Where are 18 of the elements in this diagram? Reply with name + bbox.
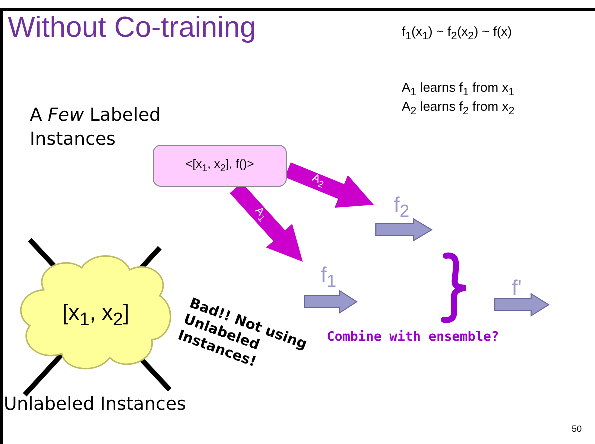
output-arrow-node (494, 277, 550, 317)
question-text: Combine with ensemble? (327, 330, 500, 345)
note-text: A$_{1}$ learns f$_{1}$ from x$_{1}$ (402, 80, 515, 99)
formula-text: f$_{1}$(x$_{1}$) ~ f$_{2}$(x$_{2}$) ~ f(x) (402, 24, 512, 43)
output-arrow-node (375, 194, 433, 242)
node-text: [x$_{1}$, x$_{2}$] (62, 300, 130, 330)
note-text: A$_{2}$ learns f$_{2}$ from x$_{2}$ (402, 99, 515, 118)
rounded-box (153, 145, 287, 187)
page-number: 50 (572, 424, 582, 434)
output-arrow-node (304, 264, 358, 314)
function-label: f' (512, 277, 522, 301)
heading-text: A Few Labeled Instances (30, 104, 162, 152)
slide-title: Without Co-training (8, 12, 256, 45)
node-text: <[x$_{1}$, x$_{2}$], f()> (186, 157, 254, 175)
function-label: f$_{1}$ (321, 264, 337, 294)
function-label: f$_{2}$ (394, 194, 410, 224)
caption-text: Unlabeled Instances (4, 394, 186, 415)
block-arrow (284, 162, 374, 208)
